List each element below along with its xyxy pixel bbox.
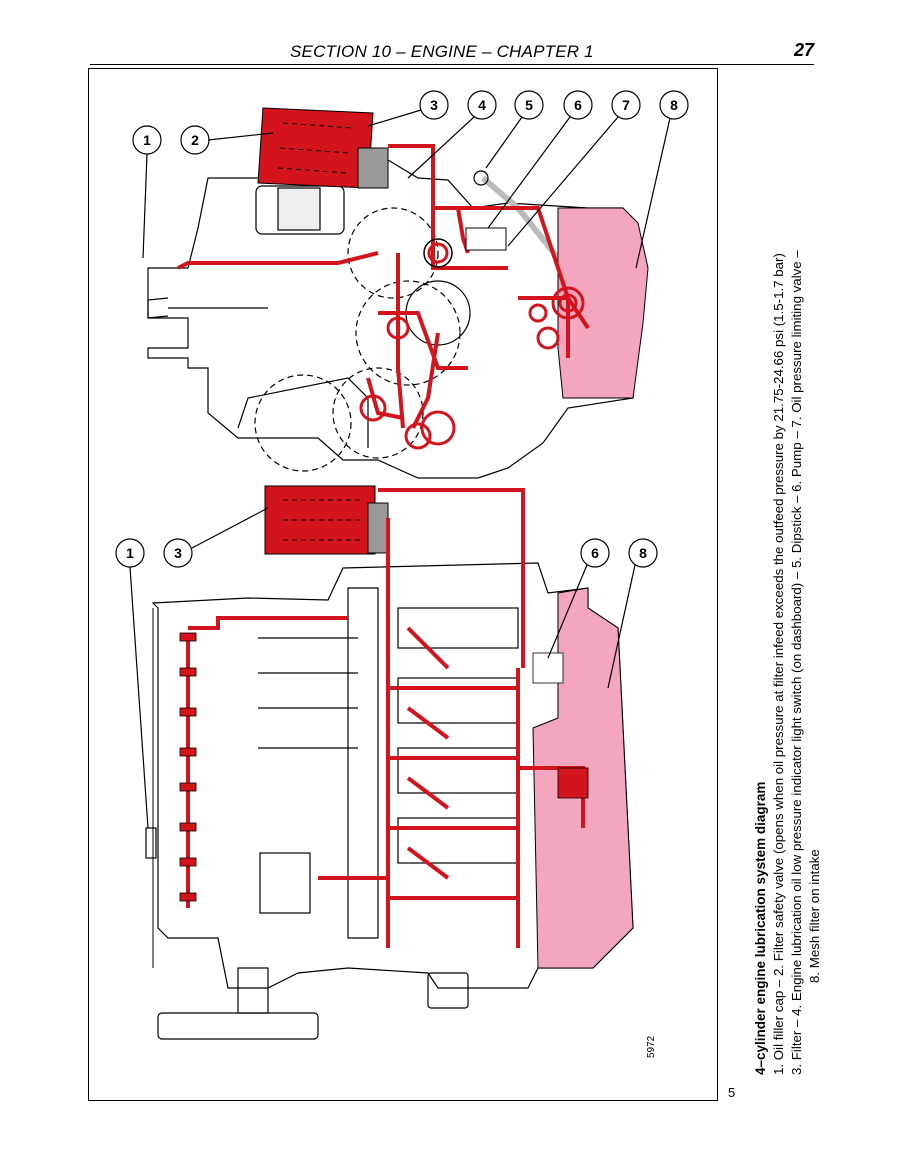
- gear-aux: [254, 374, 352, 472]
- piston: [259, 852, 311, 914]
- bottom-engine-view: [145, 562, 634, 1040]
- filler-cap-bottom: [145, 827, 157, 859]
- bottom-filter: [264, 485, 389, 555]
- top-filter: [257, 107, 389, 189]
- valve-head: [147, 297, 169, 319]
- callout-8: 8: [670, 97, 678, 113]
- callout-7: 7: [622, 97, 630, 113]
- top-callouts: 1 2 3 4 5 6 7 8: [132, 90, 689, 155]
- top-oil-components: [359, 227, 585, 450]
- callout-b1: 1: [126, 545, 134, 561]
- bottom-leader-lines: [129, 507, 636, 829]
- callout-b6: 6: [591, 545, 599, 561]
- top-housing-line: [237, 377, 369, 448]
- bottom-oil-circuit: [186, 488, 585, 948]
- top-oil-circuit: [177, 144, 590, 429]
- dipstick-handle: [473, 170, 489, 186]
- section-title: SECTION 10 – ENGINE – CHAPTER 1: [290, 42, 594, 61]
- figure-number: 5: [728, 1085, 736, 1100]
- figure-frame: [88, 68, 718, 1101]
- callout-3: 3: [430, 97, 438, 113]
- rocker-cover: [255, 185, 345, 235]
- camshaft: [347, 587, 379, 939]
- gear-balance: [332, 367, 424, 459]
- front-hub: [427, 972, 469, 1009]
- callout-1: 1: [143, 132, 151, 148]
- bottom-block-outline: [151, 562, 634, 989]
- caption-title: 4–cylinder engine lubrication system dia…: [753, 781, 768, 1075]
- rocker-part: [277, 187, 321, 231]
- crank-throw-1: [397, 607, 519, 649]
- figure-code: 5972: [646, 1035, 657, 1058]
- top-sump: [557, 207, 649, 399]
- top-leader-lines: [142, 109, 671, 269]
- top-block-outline: [147, 159, 644, 479]
- page-header: SECTION 10 – ENGINE – CHAPTER 1 27: [90, 40, 814, 65]
- callout-4: 4: [478, 97, 486, 113]
- callout-b8: 8: [639, 545, 647, 561]
- gear-idler: [347, 207, 439, 299]
- pulley-hub: [237, 967, 269, 1014]
- callout-2: 2: [191, 132, 199, 148]
- caption-line-2: 3. Filter – 4. Engine lubrication oil lo…: [789, 250, 804, 1075]
- callout-b3: 3: [174, 545, 182, 561]
- bottom-callouts: 1 3 6 8: [115, 538, 658, 568]
- header-rule: [90, 64, 814, 65]
- lubrication-diagram: 1 2 3 4 5 6 7 8: [115, 90, 689, 1058]
- page-number: 27: [793, 40, 814, 60]
- pulley: [157, 1012, 319, 1040]
- caption-line-1: 1. Oil filler cap – 2. Filter safety val…: [771, 253, 786, 1075]
- callout-6: 6: [574, 97, 582, 113]
- figure-caption: 4–cylinder engine lubrication system dia…: [752, 75, 824, 1075]
- gear-outer: [355, 280, 461, 386]
- callout-5: 5: [525, 97, 533, 113]
- caption-line-3: 8. Mesh filter on intake: [807, 849, 822, 983]
